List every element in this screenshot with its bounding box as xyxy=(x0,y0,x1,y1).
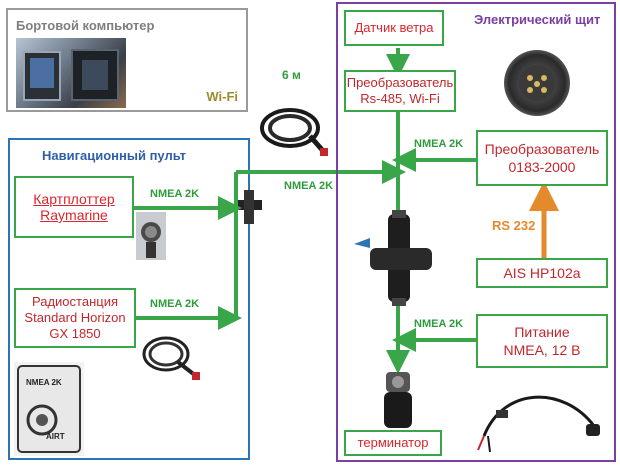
power-cable-icon xyxy=(477,395,600,453)
t-connector-icon xyxy=(236,190,262,224)
nav-console-group xyxy=(8,138,250,460)
power-line2: NMEA, 12 В xyxy=(503,342,581,358)
onboard-computer-photo xyxy=(16,38,126,108)
chartplotter-line2: Raymarine xyxy=(40,207,108,223)
radio-device-photo xyxy=(14,362,84,456)
radio-panel-text: NMEA 2K xyxy=(26,378,62,387)
electric-panel-group xyxy=(336,2,616,462)
chartplotter-box: Картплоттер Raymarine xyxy=(14,176,134,238)
cable-length-label: 6 м xyxy=(282,68,301,82)
radio-line1: Радиостанция xyxy=(31,294,118,309)
panel-t-junction-photo xyxy=(352,208,450,308)
computer-device-icon xyxy=(23,49,119,101)
wifi-label: Wi-Fi xyxy=(206,89,238,104)
converter-rs485-line2: Rs-485, Wi-Fi xyxy=(360,91,440,106)
chartplotter-connector-photo xyxy=(136,212,166,260)
ais-box: AIS HP102a xyxy=(476,258,608,288)
ais-label: AIS HP102a xyxy=(503,265,581,281)
wind-sensor-box: Датчик ветра xyxy=(344,10,444,46)
nmea2k-converter-label: NMEA 2K xyxy=(414,138,464,150)
t-junction-icon xyxy=(354,210,432,306)
radio-line3: GX 1850 xyxy=(49,326,101,341)
wind-sensor-label: Датчик ветра xyxy=(354,20,434,35)
converter-rs485-box: Преобразователь Rs-485, Wi-Fi xyxy=(344,70,456,112)
nav-console-title: Навигационный пульт xyxy=(42,148,186,163)
nmea2k-power-label: NMEA 2K xyxy=(414,318,464,330)
power-line1: Питание xyxy=(514,324,570,340)
converter-rs485-line1: Преобразователь xyxy=(346,75,454,90)
terminator-icon xyxy=(384,372,412,428)
cable-coil-icon xyxy=(142,336,200,380)
radio-panel-port: AIRT xyxy=(46,432,65,441)
terminator-label: терминатор xyxy=(357,435,429,450)
nmea2k-chartplotter-label: NMEA 2K xyxy=(150,188,200,200)
terminator-box: терминатор xyxy=(344,430,442,456)
radio-line2: Standard Horizon xyxy=(24,310,126,325)
nmea2k-radio-label: NMEA 2K xyxy=(150,298,200,310)
converter-0183-line1: Преобразователь xyxy=(484,141,600,157)
radio-cable-photo xyxy=(138,330,200,382)
cable-coil-6m-icon xyxy=(260,108,328,156)
radio-box: Радиостанция Standard Horizon GX 1850 xyxy=(14,288,136,348)
radio-device-icon xyxy=(17,365,81,453)
chartplotter-line1: Картплоттер xyxy=(33,191,115,207)
rs232-label: RS 232 xyxy=(492,218,536,233)
nmea2k-trunk-label: NMEA 2K xyxy=(284,180,334,192)
terminator-photo xyxy=(376,370,420,432)
electric-panel-title: Электрический щит xyxy=(474,12,601,27)
round-connector-icon xyxy=(519,65,555,101)
converter-0183-photo xyxy=(504,50,570,116)
onboard-computer-group: Бортовой компьютер Wi-Fi xyxy=(6,8,248,112)
converter-0183-line2: 0183-2000 xyxy=(508,159,576,175)
cable-6m-photo xyxy=(256,96,330,160)
connector-icon xyxy=(141,222,161,258)
power-cable-photo xyxy=(474,376,604,456)
power-box: Питание NMEA, 12 В xyxy=(476,314,608,368)
nav-t-connector-photo xyxy=(232,186,266,228)
onboard-computer-title: Бортовой компьютер xyxy=(16,18,155,33)
converter-0183-box: Преобразователь 0183-2000 xyxy=(476,130,608,186)
